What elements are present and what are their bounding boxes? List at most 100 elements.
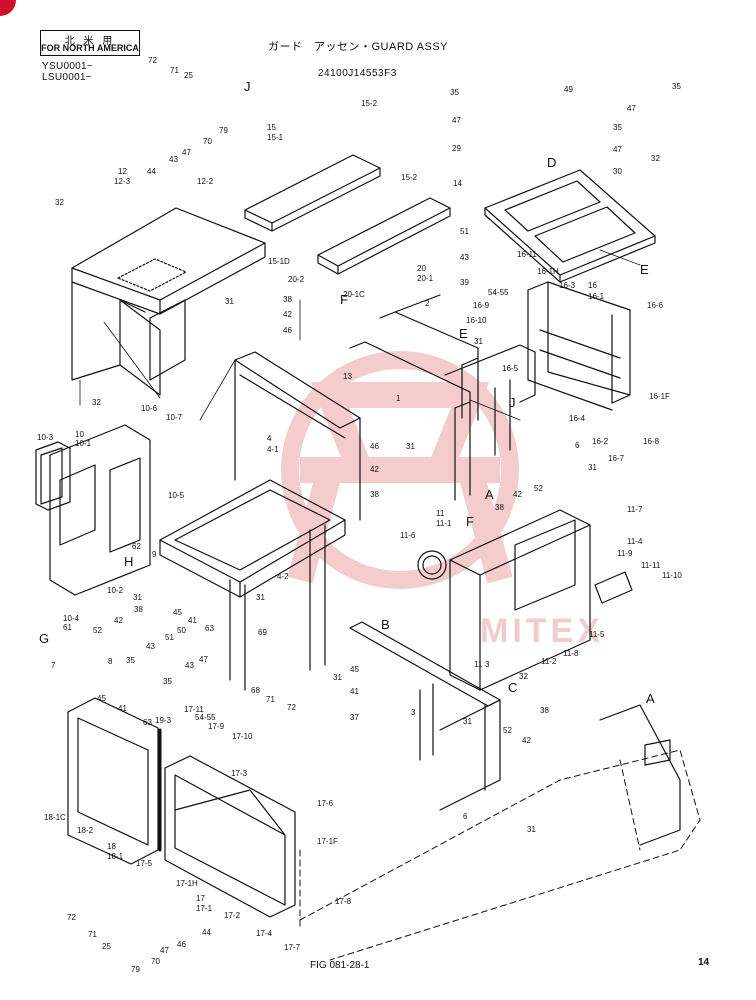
callout: 35 [163, 677, 172, 686]
callout: 11-5 [589, 630, 605, 639]
callout: 4-1 [267, 445, 279, 454]
part-1-frame [349, 294, 536, 501]
callout: 31 [588, 463, 597, 472]
region-label-jp: 北 米 用 [64, 36, 116, 47]
callout: 38 [134, 605, 143, 614]
assembly-part-number: 24100J14553F3 [318, 68, 397, 79]
reference-letter: J [244, 79, 251, 94]
callout: 31 [133, 593, 142, 602]
callout: 31 [256, 593, 265, 602]
callout: 12-3 [114, 177, 131, 186]
callout: 31 [527, 825, 536, 834]
callout: 4 [267, 434, 272, 443]
callout: 72 [287, 703, 296, 712]
callout: 45 [173, 608, 182, 617]
reference-letter: J [509, 395, 516, 410]
callout: 11-11 [641, 561, 661, 570]
callout: 3 [485, 660, 490, 669]
callout: 16-1F [649, 392, 670, 401]
callout: 79 [131, 965, 140, 974]
callout: 19-3 [155, 716, 172, 725]
callout: 42 [370, 465, 379, 474]
callout: 61 [63, 623, 72, 632]
callout: 18-1 [107, 852, 124, 861]
callout: 11-10 [662, 571, 682, 580]
callout: 47 [627, 104, 636, 113]
callout: 42 [513, 490, 522, 499]
callout: 72 [67, 913, 76, 922]
callout: 43 [146, 642, 155, 651]
callout: 16-11 [517, 250, 537, 259]
callout: 18-2 [77, 826, 94, 835]
callout: 41 [118, 704, 127, 713]
part-10-panel [49, 424, 151, 596]
callout: 11-2 [541, 657, 557, 666]
callout: 16-1H [537, 267, 559, 276]
callout: 11-8 [563, 649, 579, 658]
callout: 16-3 [559, 281, 576, 290]
part-12-cover [71, 207, 266, 396]
callout: 43 [460, 253, 469, 262]
callout: 44 [147, 167, 156, 176]
callout: 17-8 [335, 897, 352, 906]
callout: 17-1 [196, 904, 213, 913]
callout: 43 [169, 155, 178, 164]
callout: 1 [396, 394, 401, 403]
callout: 42 [522, 736, 531, 745]
callout: 31 [463, 717, 472, 726]
callout: 16-10 [466, 316, 487, 325]
part-14-grille [484, 169, 656, 283]
callout: 38 [283, 295, 292, 304]
callout: 25 [102, 942, 111, 951]
base-outline [599, 704, 681, 846]
callout: 16-1 [588, 292, 605, 301]
reference-letter: H [124, 554, 134, 569]
callout: 47 [160, 946, 169, 955]
reference-letter: A [646, 691, 655, 706]
callout: 12 [118, 167, 127, 176]
callout: 17 [196, 894, 205, 903]
callout: 52 [503, 726, 512, 735]
reference-letter: C [508, 680, 518, 695]
callout: 15-1D [268, 257, 290, 266]
callout: 20-1C [343, 290, 365, 299]
page-title: ガード アッセン・GUARD ASSY [268, 41, 449, 53]
part-17-panel [158, 728, 296, 918]
callout: 9 [152, 550, 157, 559]
callout: 72 [148, 56, 157, 65]
callout: 47 [613, 145, 622, 154]
callout: 63 [143, 718, 152, 727]
callout: 38 [495, 503, 504, 512]
callout: 17-10 [232, 732, 253, 741]
callout: 17-4 [256, 929, 273, 938]
callout: 14 [453, 179, 462, 188]
callout: 16-5 [502, 364, 519, 373]
callout: 10-1 [75, 439, 92, 448]
callout: 46 [370, 442, 379, 451]
callout: 29 [452, 144, 461, 153]
part-3-frame [349, 621, 501, 811]
part-10-3-frame [35, 441, 71, 511]
callout: 31 [474, 337, 483, 346]
callout: 38 [370, 490, 379, 499]
callout: 49 [564, 85, 573, 94]
corner-mark [0, 0, 16, 16]
callout: 44 [202, 928, 211, 937]
reference-letter: E [640, 262, 649, 277]
callout: 15 [267, 123, 276, 132]
callout: 10-2 [107, 586, 124, 595]
callout: 11-9 [617, 549, 633, 558]
callout: 50 [177, 626, 186, 635]
callout: 38 [540, 706, 549, 715]
callout: 17-5 [136, 859, 153, 868]
callout: 17-6 [317, 799, 334, 808]
callout: 16 [588, 281, 597, 290]
callout: 68 [251, 686, 260, 695]
callout: 71 [170, 66, 179, 75]
callout: 47 [199, 655, 208, 664]
callout: 25 [184, 71, 193, 80]
callout: 16-7 [608, 454, 625, 463]
callout: 54-55 [195, 713, 216, 722]
callout: 54-55 [488, 288, 509, 297]
